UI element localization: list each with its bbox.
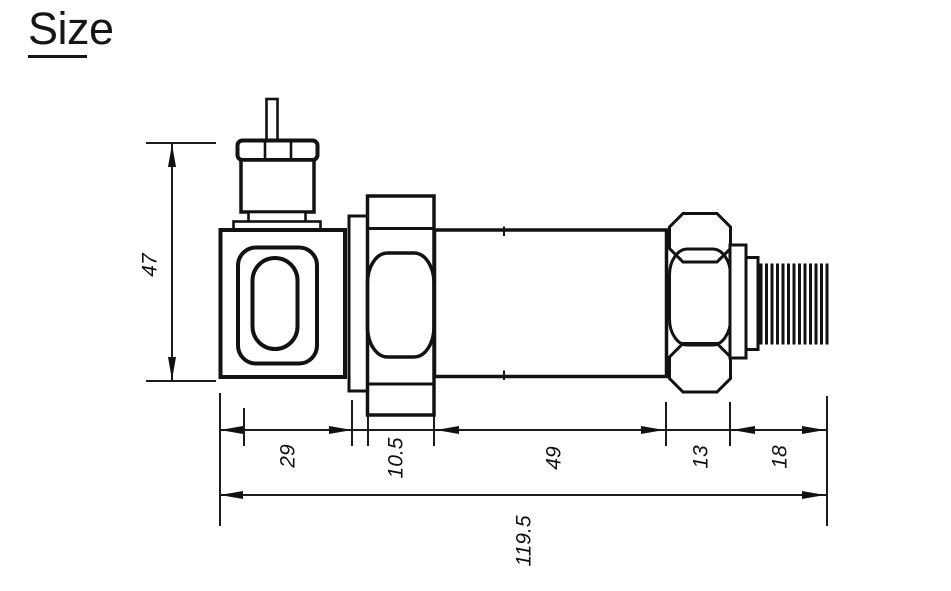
cylinder (432, 228, 669, 379)
thread-flange (728, 243, 748, 360)
thread-step (744, 256, 760, 351)
wrench-hex-backing (671, 216, 729, 390)
wrench-hex-top-facet (668, 212, 732, 264)
dim-label-13: 13 (690, 445, 713, 469)
dimension-lines (146, 142, 828, 526)
terminal-block (218, 228, 347, 379)
dim-label-49: 49 (543, 446, 566, 470)
dimension-labels: 47 29 10.5 49 13 18 119.5 (139, 252, 792, 566)
connector-housing (239, 158, 316, 214)
arrow-49-right (641, 426, 664, 434)
terminal-window (236, 245, 319, 366)
sensor-outline (218, 97, 829, 417)
hex-face (365, 251, 436, 359)
wrench-hex-bottom-facet (668, 342, 732, 394)
arrow-47-top (168, 144, 176, 167)
title-underline (28, 55, 87, 58)
mounting-hex-nut (365, 194, 436, 417)
arrow-29-right (329, 426, 352, 434)
dim-label-119-5: 119.5 (513, 515, 536, 566)
wrench-hex (668, 212, 732, 394)
cylinder-body (432, 226, 669, 380)
dimension-arrows (168, 144, 825, 499)
arrow-overall-right (802, 491, 825, 499)
page-title-block: Size (28, 0, 114, 58)
page-title: Size (28, 3, 114, 54)
din-connector (232, 97, 322, 232)
arrow-49-left (436, 426, 459, 434)
arrow-overall-left (220, 491, 243, 499)
dim-label-10-5: 10.5 (385, 437, 408, 478)
dim-label-29: 29 (277, 444, 300, 469)
washer-plate (347, 214, 370, 393)
arrow-29-left (220, 426, 243, 434)
thread-ridges (759, 263, 829, 345)
terminal-slot (250, 256, 300, 351)
dim-label-18: 18 (769, 445, 792, 469)
dim-label-47: 47 (139, 252, 162, 277)
arrow-47-bottom (168, 357, 176, 380)
process-connection (728, 243, 829, 360)
connector-pin (265, 97, 279, 144)
arrow-18-left (732, 426, 755, 434)
connector-cap (235, 138, 320, 162)
arrow-18-right (802, 426, 825, 434)
hex-backing (369, 198, 432, 413)
